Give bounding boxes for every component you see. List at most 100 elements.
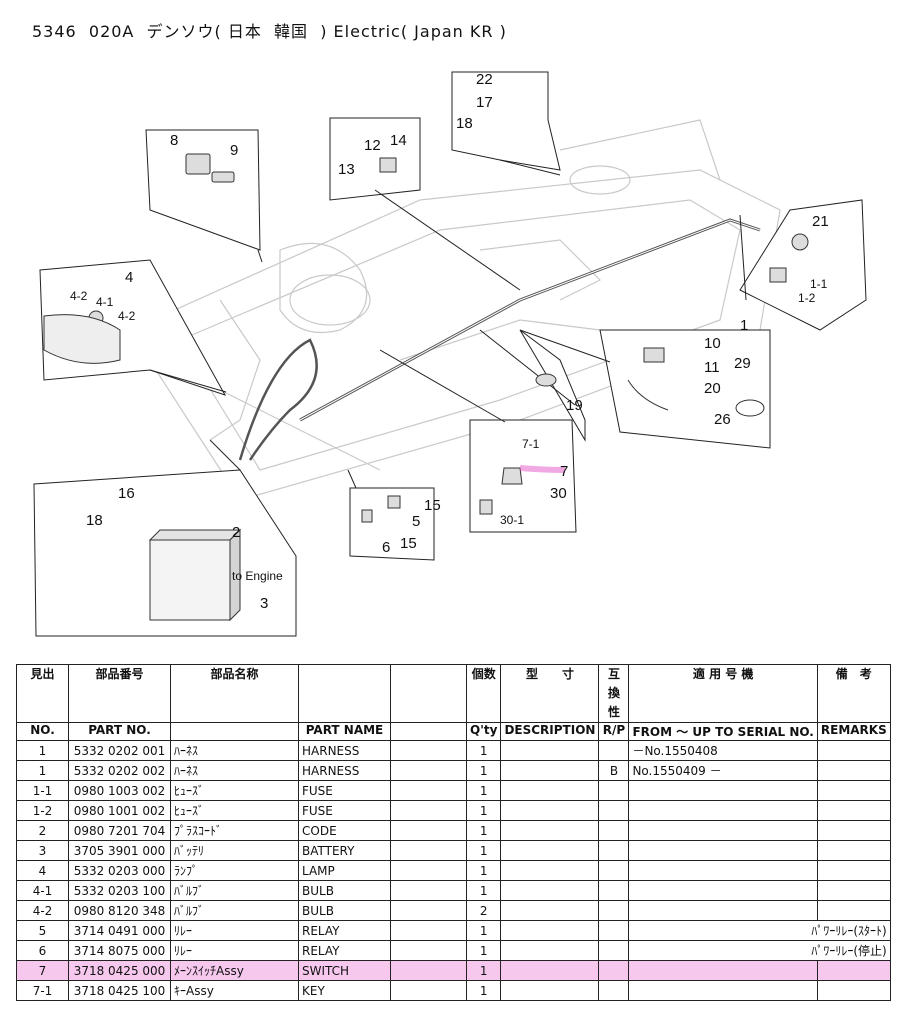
cell-empty (390, 780, 467, 801)
cell-rp (598, 840, 630, 861)
callout: 18 (86, 512, 103, 529)
cell-jp: ﾋｭｰｽﾞ (170, 780, 299, 801)
cell-empty (390, 920, 467, 941)
cell-no: 1-2 (16, 800, 69, 821)
cell-name: FUSE (298, 780, 391, 801)
cell-empty (500, 760, 600, 781)
col-part: PART NO. (68, 722, 171, 741)
cell-qty: 1 (465, 780, 502, 801)
cell-empty (500, 920, 600, 941)
cell-rp (598, 920, 630, 941)
cell-empty (500, 860, 600, 881)
cell-remarks: ﾊﾟﾜｰﾘﾚｰ(ｽﾀｰﾄ) (628, 920, 891, 941)
callout: 7 (560, 463, 568, 480)
cell-part: 3705 3901 000 (68, 840, 171, 861)
callout: 17 (476, 94, 493, 111)
cell-serial (628, 800, 818, 821)
cell-empty (390, 980, 467, 1001)
cell-rp (598, 960, 630, 981)
cell-part: 5332 0203 100 (68, 880, 171, 901)
cell-jp: ﾊﾞﾙﾌﾞ (170, 900, 299, 921)
cell-qty: 1 (465, 760, 502, 781)
cell-name: KEY (298, 980, 391, 1001)
col-qty-jp: 個数 (465, 664, 502, 723)
table-header-jp: 見出 部品番号 部品名称 個数 型 寸 互 換 性 適 用 号 機 備 考 (16, 664, 891, 723)
cell-part: 3714 0491 000 (68, 920, 171, 941)
cell-qty: 1 (465, 800, 502, 821)
callout: 9 (230, 142, 238, 159)
cell-remarks: ﾊﾟﾜｰﾘﾚｰ(停止) (628, 940, 891, 961)
col-serial-jp: 適 用 号 機 (628, 664, 818, 723)
cell-jp: ﾊｰﾈｽ (170, 760, 299, 781)
cell-empty (390, 820, 467, 841)
col-qty: Q'ty (465, 722, 502, 741)
cell-jp: ﾊｰﾈｽ (170, 740, 299, 761)
cell-name: SWITCH (298, 960, 391, 981)
cell-empty (390, 740, 467, 761)
cell-serial (628, 880, 818, 901)
col-rp: R/P (598, 722, 630, 741)
col-part-jp: 部品番号 (68, 664, 171, 723)
cell-qty: 1 (465, 740, 502, 761)
cell-serial (628, 980, 818, 1001)
cell-serial (628, 840, 818, 861)
cell-empty (390, 880, 467, 901)
cell-empty (500, 980, 600, 1001)
callout: 1-2 (798, 291, 816, 305)
callout: 22 (476, 71, 493, 88)
cell-name: BATTERY (298, 840, 391, 861)
cell-empty (500, 840, 600, 861)
cell-empty (390, 940, 467, 961)
callout: 4-1 (96, 295, 114, 309)
cell-no: 4-1 (16, 880, 69, 901)
cell-jp: ﾊﾞﾙﾌﾞ (170, 880, 299, 901)
callout: 1-1 (810, 277, 828, 291)
cell-serial: －No.1550408 (628, 740, 818, 761)
cell-serial (628, 960, 818, 981)
cell-empty (390, 760, 467, 781)
callout: 30 (550, 485, 567, 502)
callout: 29 (734, 355, 751, 372)
cell-qty: 1 (465, 940, 502, 961)
callout: 19 (566, 397, 583, 414)
callout: 2 (232, 524, 240, 541)
cell-empty (390, 800, 467, 821)
cell-rp (598, 780, 630, 801)
cell-qty: 1 (465, 960, 502, 981)
cell-no: 1 (16, 740, 69, 761)
cell-remarks (816, 880, 891, 901)
cell-qty: 1 (465, 820, 502, 841)
cell-no: 4-2 (16, 900, 69, 921)
cell-name: RELAY (298, 920, 391, 941)
callout: 7-1 (522, 437, 540, 451)
cell-serial (628, 900, 818, 921)
col-blank-top (390, 664, 467, 723)
cell-qty: 2 (465, 900, 502, 921)
cell-rp (598, 740, 630, 761)
cell-empty (390, 860, 467, 881)
cell-empty (390, 840, 467, 861)
cell-no: 7 (16, 960, 69, 981)
cell-empty (390, 900, 467, 921)
callout: 30-1 (500, 513, 524, 527)
cell-rp (598, 880, 630, 901)
cell-remarks (816, 960, 891, 981)
col-no: NO. (16, 722, 69, 741)
cell-qty: 1 (465, 920, 502, 941)
cell-part: 3714 8075 000 (68, 940, 171, 961)
callout: to Engine (232, 569, 283, 583)
cell-part: 5332 0203 000 (68, 860, 171, 881)
col-desc-jp: 型 寸 (500, 664, 600, 723)
cell-jp: ﾌﾟﾗｽｺｰﾄﾞ (170, 820, 299, 841)
cell-name: LAMP (298, 860, 391, 881)
cell-serial (628, 820, 818, 841)
cell-name: BULB (298, 880, 391, 901)
cell-serial (628, 780, 818, 801)
col-name: PART NAME (298, 722, 391, 741)
